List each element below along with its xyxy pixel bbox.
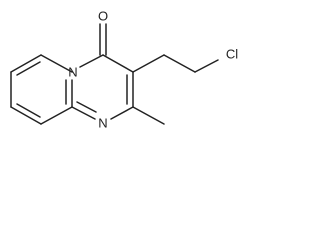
bond-c9-c9a [40,106,73,125]
bond-c8-c9 [10,106,42,125]
bond-c6-c7 [10,54,42,73]
bond-c8-c9-inner [16,103,41,118]
bond-c4-c3 [102,54,134,73]
ring-nitrogen-label: N [98,115,107,130]
molecule-drawing: O N N Cl [10,8,238,130]
structure-diagram: O N N Cl [0,0,258,138]
bond-c2-methyl [132,106,165,125]
bond-n5-c4 [79,54,104,68]
bond-c6-c7-inner [16,61,41,76]
bond-c3-ch2 [132,54,165,73]
bond-c2-n1 [110,106,134,120]
bond-ch2-ch2 [163,54,196,73]
bridgehead-nitrogen-label: N [68,64,77,79]
chlorine-label: Cl [226,46,238,61]
bond-ch2-cl [194,59,219,73]
bond-n5-c6 [40,54,73,73]
bond-n1-c9a [71,106,96,120]
carbonyl-oxygen-label: O [98,8,108,23]
bond-n1-c9a-inner [76,101,97,113]
